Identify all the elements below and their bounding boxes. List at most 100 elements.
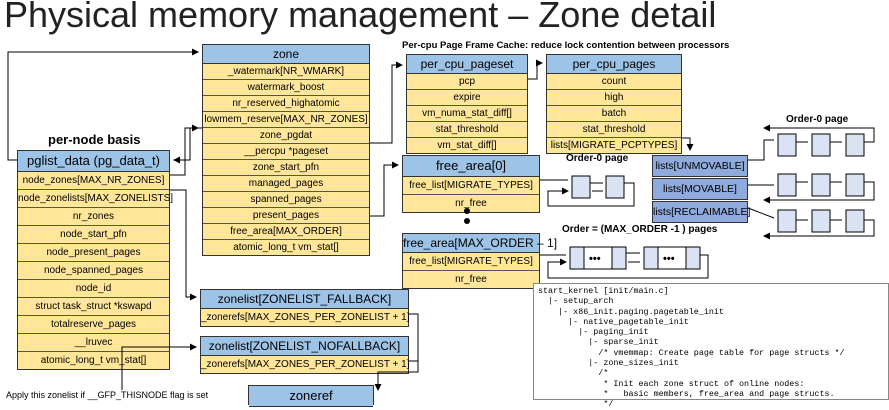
pglist-data-field-row: totalreserve_pages xyxy=(18,316,169,334)
dots-1: ••• xyxy=(589,253,601,265)
per-cpu-pageset-header: per_cpu_pageset xyxy=(407,55,527,74)
free-area-0-header: free_area[0] xyxy=(403,156,539,177)
free-area-max-header: free_area[MAX_ORDER – 1] xyxy=(403,234,557,253)
code-line: |- zone_sizes_init xyxy=(538,358,679,369)
pglist-data-header: pglist_data (pg_data_t) xyxy=(18,151,169,172)
page-block xyxy=(811,173,831,197)
page-block xyxy=(777,173,797,197)
pglist-data-field-row: node_spanned_pages xyxy=(18,262,169,280)
free-area-max-field-row: nr_free xyxy=(403,271,539,288)
order-0-label: Order-0 page xyxy=(566,153,629,164)
code-line: * basic members, free_area and page stru… xyxy=(538,388,835,399)
per-cpu-pages-field-row: high xyxy=(547,90,681,106)
pcp-caption: Per-cpu Page Frame Cache: reduce lock co… xyxy=(402,40,730,51)
arrow-zone-pgdat xyxy=(173,127,202,164)
zone-field-row: watermark_boost xyxy=(203,80,369,96)
page-block xyxy=(643,246,659,270)
free-area-0-field-row: nr_free xyxy=(403,195,539,212)
page-block xyxy=(605,175,625,199)
code-line: |- sparse_init xyxy=(538,337,659,348)
free-area-0-field-row: free_list[MIGRATE_TYPES] xyxy=(403,177,539,195)
page-block xyxy=(777,209,797,233)
ellipsis-dot xyxy=(464,208,470,214)
zoneref-struct: zoneref xyxy=(248,385,374,407)
code-line: |- paging_init xyxy=(538,327,649,338)
zone-field-row: zone_pgdat xyxy=(203,128,369,144)
per-cpu-pageset-field-row: stat_threshold xyxy=(407,122,527,138)
zone-header: zone xyxy=(203,45,369,64)
zone-field-row: lowmem_reserve[MAX_NR_ZONES] xyxy=(203,112,369,128)
zoneref-header: zoneref xyxy=(249,386,373,407)
pglist-data-field-row: node_present_pages xyxy=(18,244,169,262)
zone-field-row: nr_reserved_highatomic xyxy=(203,96,369,112)
arrow-node-zonelists xyxy=(170,189,197,301)
code-snippet: start_kernel [init/main.c] |- setup_arch… xyxy=(533,283,889,409)
per-cpu-pages-field-row: stat_threshold xyxy=(547,122,681,138)
page-block xyxy=(845,209,865,233)
free-area-max-field-row: free_list[MIGRATE_TYPES] xyxy=(403,253,539,271)
page-block xyxy=(845,133,865,157)
per-cpu-pages-field-row: batch xyxy=(547,106,681,122)
per-cpu-pageset-field-row: pcp xyxy=(407,74,527,90)
arrow-pcp-lists xyxy=(682,137,694,151)
zone-field-row: present_pages xyxy=(203,208,369,224)
zone-field-row: managed_pages xyxy=(203,176,369,192)
order-0-label-pcp: Order-0 page xyxy=(786,114,849,125)
migrate-list-item: lists[RECLAIMABLE] xyxy=(652,201,750,223)
zonelist-fallback-zonerefs: _zonerefs[MAX_ZONES_PER_ZONELIST + 1] xyxy=(201,309,410,326)
code-line: |- native_pagetable_init xyxy=(538,316,689,327)
per-node-label: per-node basis xyxy=(48,132,141,147)
pglist-data-field-row: struct task_struct *kswapd xyxy=(18,298,169,316)
code-line: */ xyxy=(538,399,614,410)
zone-field-row: spanned_pages xyxy=(203,192,369,208)
per-cpu-pageset-field-row: expire xyxy=(407,90,527,106)
migrate-lists: lists[UNMOVABLE]lists[MOVABLE]lists[RECL… xyxy=(652,155,750,224)
free-area-0-struct: free_area[0] free_list[MIGRATE_TYPES]nr_… xyxy=(402,155,540,213)
per-cpu-pageset-field-row: vm_stat_diff[] xyxy=(407,138,527,153)
ellipsis-dot xyxy=(464,218,470,224)
arrow-note xyxy=(121,343,197,390)
code-line: |- x86_init.paging.pagetable_init xyxy=(538,306,724,317)
migrate-list-item: lists[UNMOVABLE] xyxy=(652,155,748,177)
page-block xyxy=(611,246,627,270)
page-block xyxy=(569,246,585,270)
page-block xyxy=(811,133,831,157)
free-area-max-struct: free_area[MAX_ORDER – 1] free_list[MIGRA… xyxy=(402,233,557,289)
zone-field-row: zone_start_pfn xyxy=(203,160,369,176)
arrow-zone-loop xyxy=(7,48,199,161)
pglist-data-field-row: node_zones[MAX_NR_ZONES] xyxy=(18,172,169,190)
page-block xyxy=(845,173,865,197)
page-block xyxy=(811,209,831,233)
per-cpu-pageset-field-row: vm_numa_stat_diff[] xyxy=(407,106,527,122)
pglist-data-field-row: nr_zones xyxy=(18,208,169,226)
page-block xyxy=(777,133,797,157)
page-block xyxy=(571,175,591,199)
per-cpu-pages-field-row: lists[MIGRATE_PCPTYPES] xyxy=(547,138,681,153)
code-line: * Init each zone struct of online nodes: xyxy=(538,378,805,389)
code-line: |- setup_arch xyxy=(538,296,614,307)
zone-field-row: __percpu *pageset xyxy=(203,144,369,160)
zone-field-row: _watermark[NR_WMARK] xyxy=(203,64,369,80)
arrow-node-zones xyxy=(170,124,199,176)
per-cpu-pages-field-row: count xyxy=(547,74,681,90)
pglist-data-field-row: atomic_long_t vm_stat[] xyxy=(18,352,169,369)
page-block xyxy=(685,246,701,270)
pglist-data-field-row: node_id xyxy=(18,280,169,298)
page-title: Physical memory management – Zone detail xyxy=(4,0,717,35)
arrow-free-area xyxy=(370,161,399,217)
per-cpu-pages-header: per_cpu_pages xyxy=(547,55,681,74)
zonelist-nofallback-header: zonelist[ZONELIST_NOFALLBACK] xyxy=(201,337,408,356)
zonelist-fallback-struct: zonelist[ZONELIST_FALLBACK] _zonerefs[MA… xyxy=(200,289,410,327)
arrow-pcp xyxy=(528,59,543,80)
connector-lines: ••• ••• xyxy=(7,48,875,391)
zonelist-nofallback-struct: zonelist[ZONELIST_NOFALLBACK] _zonerefs[… xyxy=(200,336,410,374)
code-line: /* vmemmap: Create page table for page s… xyxy=(538,347,845,358)
zone-field-row: atomic_long_t vm_stat[] xyxy=(203,240,369,255)
arrow-zonerefs xyxy=(374,313,419,391)
zonelist-nofallback-zonerefs: _zonerefs[MAX_ZONES_PER_ZONELIST + 1] xyxy=(201,356,410,373)
dots-2: ••• xyxy=(663,253,675,265)
code-line: start_kernel [init/main.c] xyxy=(538,286,669,296)
order-max-label: Order = (MAX_ORDER -1 ) pages xyxy=(562,224,718,235)
